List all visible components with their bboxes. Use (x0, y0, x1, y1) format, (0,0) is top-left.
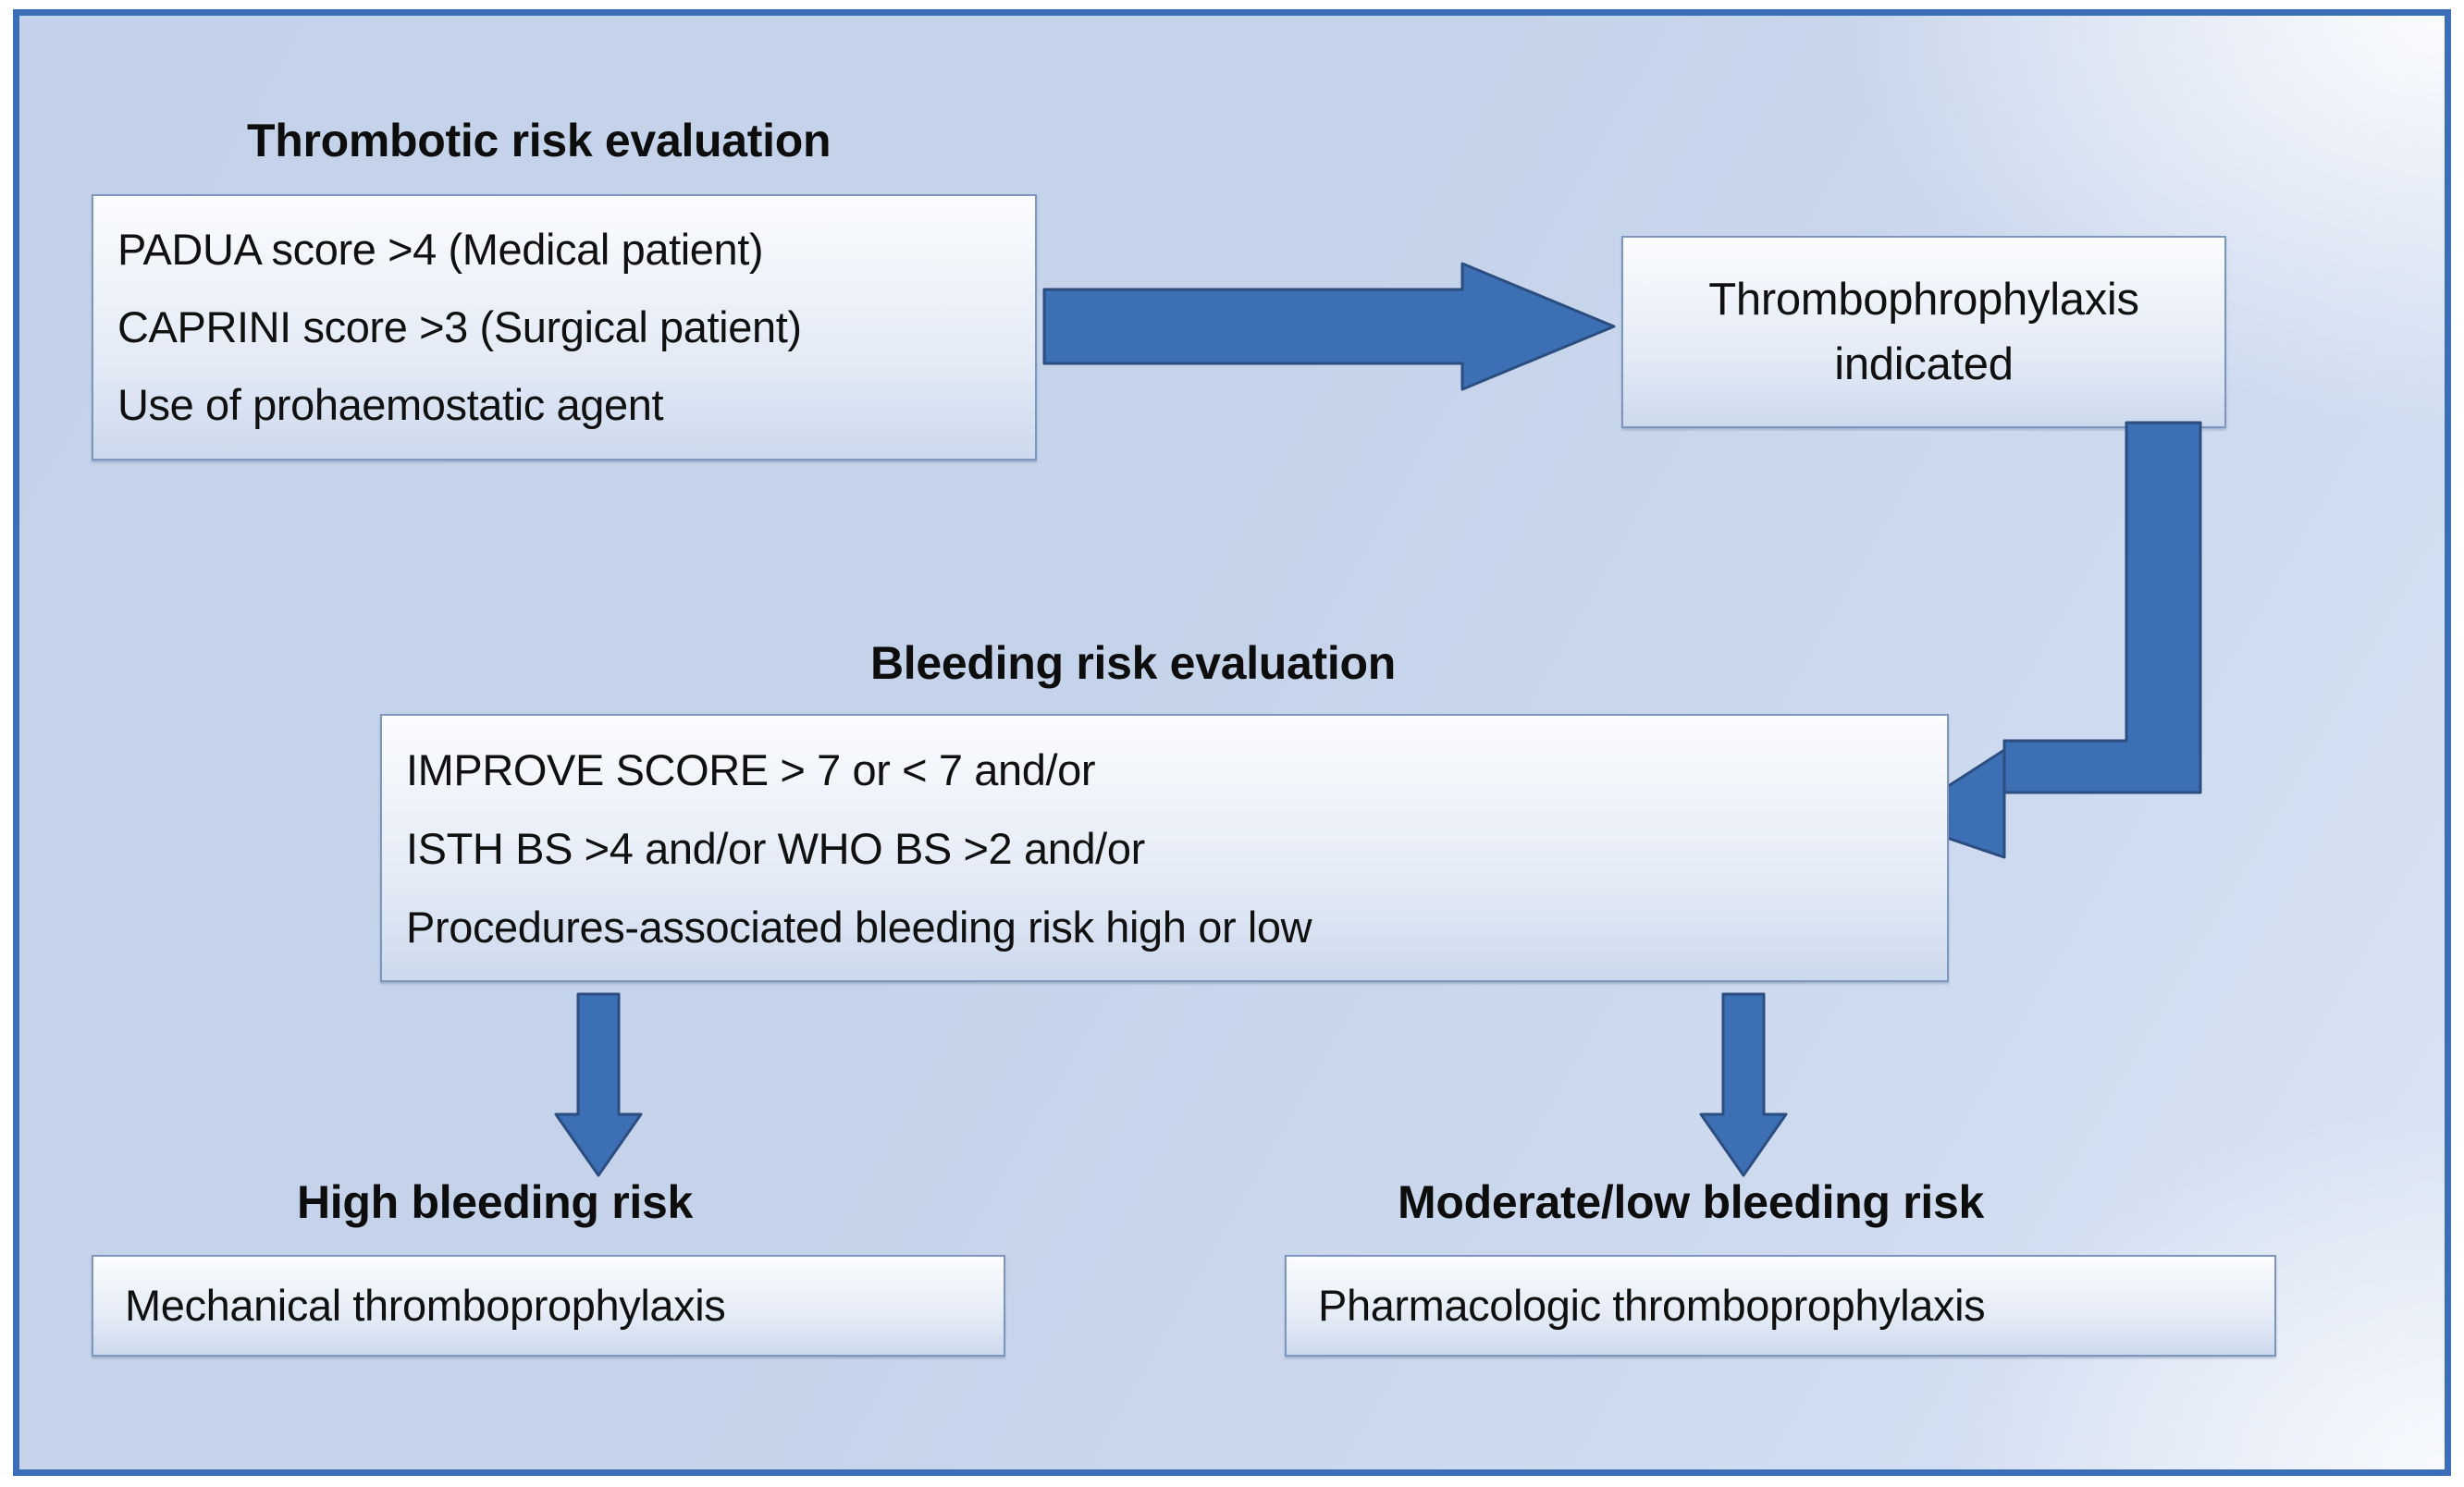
thrombotic-risk-heading: Thrombotic risk evaluation (247, 115, 832, 166)
flowchart-frame: Thrombotic risk evaluation PADUA score >… (13, 9, 2451, 1476)
high-bleeding-risk-heading: High bleeding risk (297, 1176, 693, 1228)
pharmacologic-thromboprophylaxis-box: Pharmacologic thromboprophylaxis (1285, 1255, 2276, 1357)
arrow-bleeding-to-high-risk (554, 992, 643, 1177)
bleeding-criterion-procedures: Procedures-associated bleeding risk high… (406, 902, 1312, 952)
moderate-low-bleeding-risk-heading: Moderate/low bleeding risk (1398, 1176, 1984, 1228)
mechanical-action-label: Mechanical thromboprophylaxis (125, 1281, 726, 1330)
bleeding-risk-box: IMPROVE SCORE > 7 or < 7 and/or ISTH BS … (380, 714, 1949, 982)
arrow-thrombotic-to-indicated (1042, 262, 1616, 391)
indicated-line-2: indicated (1834, 339, 2014, 389)
pharmacologic-action-label: Pharmacologic thromboprophylaxis (1318, 1281, 1986, 1330)
arrow-indicated-to-bleeding (1893, 421, 2202, 859)
thrombotic-criterion-prohaemostatic: Use of prohaemostatic agent (117, 380, 664, 429)
bleeding-risk-heading: Bleeding risk evaluation (870, 637, 1396, 689)
indicated-line-1: Thrombophrophylaxis (1708, 275, 2139, 325)
thromboprophylaxis-indicated-box: Thrombophrophylaxis indicated (1621, 236, 2226, 428)
arrow-bleeding-to-moderate-risk (1699, 992, 1788, 1177)
thrombotic-criterion-padua: PADUA score >4 (Medical patient) (117, 225, 764, 274)
mechanical-thromboprophylaxis-box: Mechanical thromboprophylaxis (92, 1255, 1005, 1357)
bleeding-criterion-isth-who: ISTH BS >4 and/or WHO BS >2 and/or (406, 823, 1145, 873)
thrombotic-criterion-caprini: CAPRINI score >3 (Surgical patient) (117, 302, 802, 351)
thrombotic-risk-box: PADUA score >4 (Medical patient) CAPRINI… (92, 194, 1037, 461)
bleeding-criterion-improve: IMPROVE SCORE > 7 or < 7 and/or (406, 744, 1096, 794)
